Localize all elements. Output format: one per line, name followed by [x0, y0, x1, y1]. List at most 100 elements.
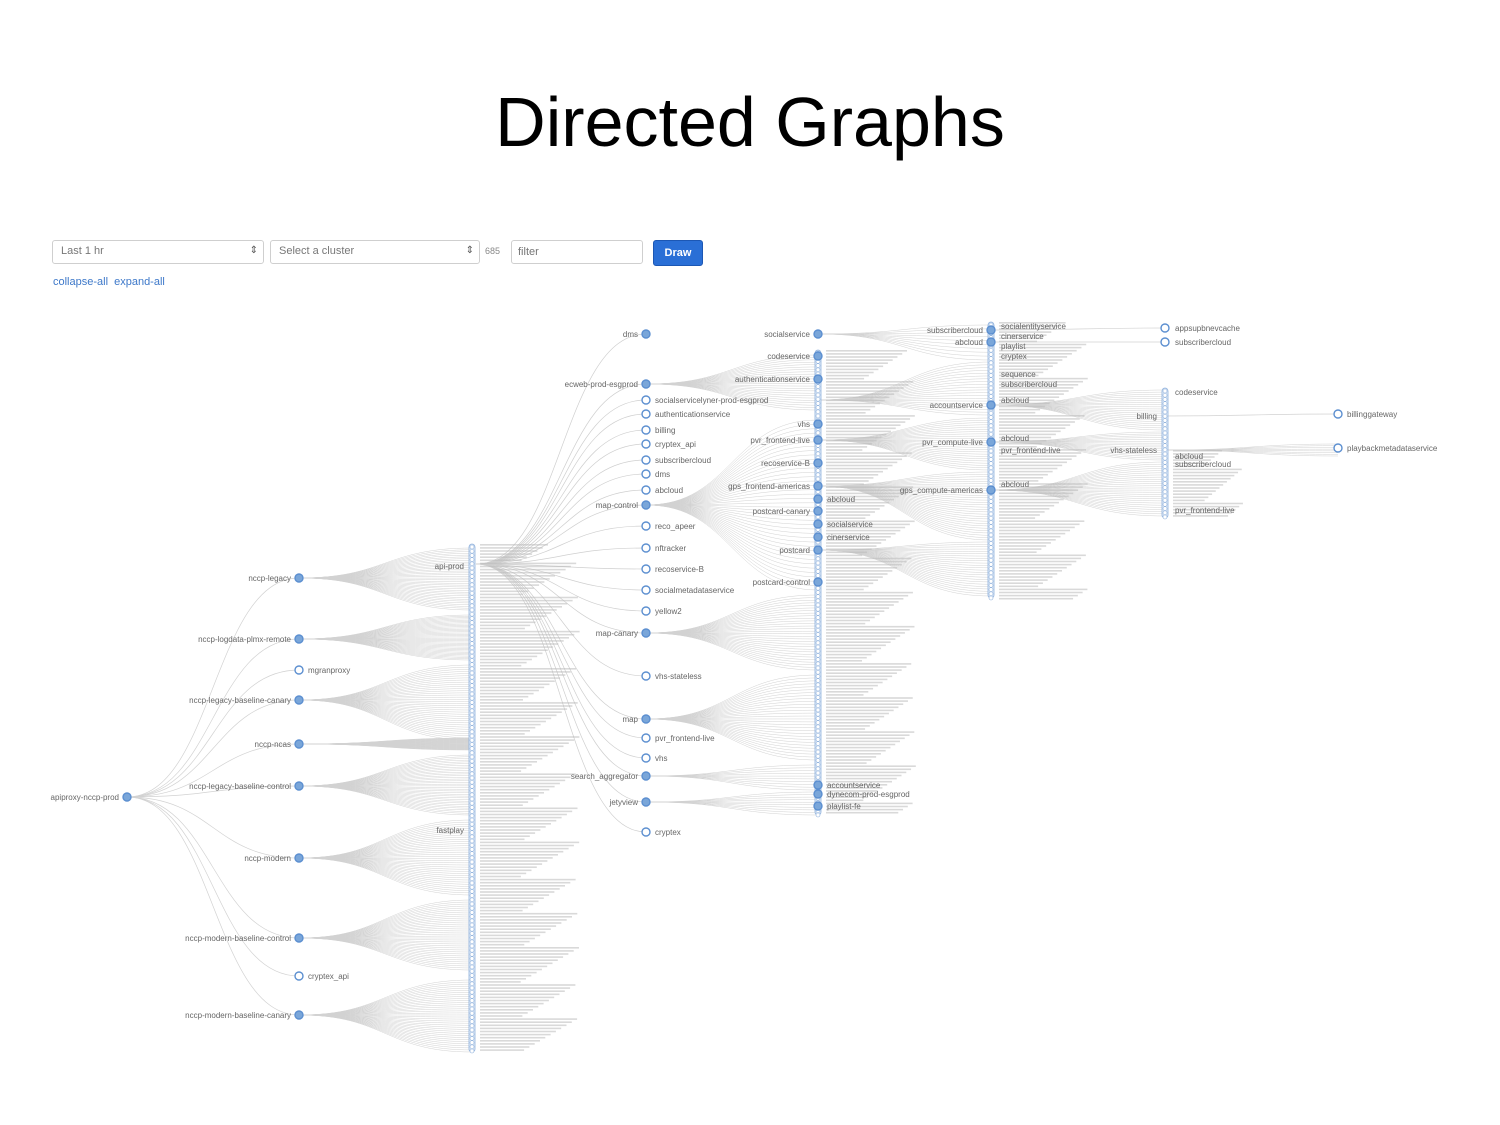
- graph-node[interactable]: [1162, 405, 1168, 411]
- graph-node[interactable]: [815, 648, 821, 654]
- graph-node[interactable]: [469, 569, 475, 575]
- graph-node[interactable]: [815, 585, 821, 591]
- graph-node[interactable]: [469, 788, 475, 793]
- graph-node[interactable]: [469, 868, 475, 873]
- graph-node[interactable]: [1162, 493, 1168, 499]
- graph-node[interactable]: [641, 753, 651, 763]
- graph-node[interactable]: [1162, 468, 1168, 474]
- graph-node[interactable]: [469, 582, 475, 588]
- graph-node[interactable]: [469, 943, 475, 949]
- graph-node[interactable]: [815, 632, 821, 637]
- graph-node[interactable]: [1162, 401, 1168, 406]
- graph-node[interactable]: [469, 998, 475, 1003]
- graph-node[interactable]: [469, 914, 475, 919]
- graph-node[interactable]: [815, 363, 821, 368]
- graph-node[interactable]: [815, 720, 821, 725]
- graph-node[interactable]: [815, 644, 821, 650]
- graph-node[interactable]: [815, 682, 821, 688]
- graph-node[interactable]: [1162, 434, 1168, 440]
- graph-node[interactable]: [815, 678, 821, 683]
- graph-node[interactable]: [815, 707, 821, 713]
- graph-node[interactable]: [1162, 502, 1168, 507]
- graph-node[interactable]: [1162, 430, 1168, 436]
- graph-node[interactable]: [469, 981, 475, 987]
- graph-node[interactable]: [1162, 476, 1168, 482]
- graph-node[interactable]: [815, 690, 821, 696]
- graph-node[interactable]: [469, 603, 475, 609]
- graph-node[interactable]: [815, 472, 821, 478]
- graph-node[interactable]: [1162, 455, 1168, 461]
- graph-node[interactable]: [469, 561, 475, 567]
- graph-node[interactable]: [469, 1019, 475, 1024]
- graph-node[interactable]: [641, 485, 651, 495]
- graph-node[interactable]: [469, 700, 475, 705]
- graph-node[interactable]: [815, 770, 821, 776]
- graph-node[interactable]: [815, 615, 821, 620]
- graph-node[interactable]: [815, 573, 821, 578]
- graph-node[interactable]: [469, 931, 475, 936]
- graph-node[interactable]: [469, 758, 475, 764]
- graph-node[interactable]: [469, 994, 475, 999]
- graph-node[interactable]: [815, 468, 821, 473]
- graph-node[interactable]: [469, 557, 475, 562]
- graph-node[interactable]: [986, 400, 996, 410]
- graph-node[interactable]: [469, 721, 475, 726]
- graph-node[interactable]: [813, 577, 823, 587]
- graph-node[interactable]: [469, 847, 475, 852]
- graph-node[interactable]: [469, 607, 475, 613]
- graph-node[interactable]: [815, 569, 821, 574]
- graph-node[interactable]: [988, 347, 994, 353]
- graph-node[interactable]: [469, 926, 475, 932]
- graph-node[interactable]: [815, 590, 821, 595]
- graph-node[interactable]: [641, 395, 651, 405]
- graph-node[interactable]: [815, 627, 821, 633]
- graph-node[interactable]: [988, 557, 994, 563]
- graph-node[interactable]: [469, 712, 475, 718]
- graph-node[interactable]: [469, 653, 475, 659]
- graph-node[interactable]: [469, 750, 475, 756]
- graph-node[interactable]: [986, 437, 996, 447]
- graph-node[interactable]: [813, 780, 823, 790]
- graph-node[interactable]: [469, 632, 475, 638]
- graph-node[interactable]: [815, 384, 821, 389]
- graph-node[interactable]: [988, 545, 994, 550]
- graph-node[interactable]: [988, 578, 994, 584]
- graph-node[interactable]: [641, 585, 651, 595]
- graph-node[interactable]: [294, 853, 304, 863]
- graph-node[interactable]: [469, 905, 475, 911]
- graph-node[interactable]: [122, 792, 132, 802]
- graph-node[interactable]: [815, 766, 821, 772]
- graph-node[interactable]: [988, 394, 994, 399]
- graph-node[interactable]: [1162, 510, 1168, 516]
- graph-node[interactable]: [815, 602, 821, 608]
- graph-node[interactable]: [469, 548, 475, 554]
- graph-node[interactable]: [813, 435, 823, 445]
- graph-node[interactable]: [813, 374, 823, 384]
- graph-node[interactable]: [294, 739, 304, 749]
- graph-node[interactable]: [815, 606, 821, 612]
- graph-node[interactable]: [988, 461, 994, 466]
- graph-node[interactable]: [988, 507, 994, 513]
- graph-node[interactable]: [988, 373, 994, 378]
- expand-all-link[interactable]: expand-all: [114, 276, 165, 288]
- graph-node[interactable]: [815, 392, 821, 398]
- graph-node[interactable]: [815, 430, 821, 436]
- graph-node[interactable]: [813, 494, 823, 504]
- graph-node[interactable]: [988, 515, 994, 521]
- graph-node[interactable]: [641, 455, 651, 465]
- graph-node[interactable]: [988, 415, 994, 420]
- graph-node[interactable]: [813, 801, 823, 811]
- graph-node[interactable]: [988, 591, 994, 597]
- graph-node[interactable]: [469, 922, 475, 928]
- draw-button[interactable]: Draw: [653, 240, 703, 266]
- graph-node[interactable]: [988, 541, 994, 546]
- graph-node[interactable]: [469, 939, 475, 945]
- graph-node[interactable]: [294, 933, 304, 943]
- graph-node[interactable]: [1162, 472, 1168, 478]
- graph-node[interactable]: [988, 356, 994, 361]
- graph-node[interactable]: [641, 500, 651, 510]
- graph-node[interactable]: [469, 687, 475, 693]
- graph-node[interactable]: [469, 641, 475, 646]
- graph-node[interactable]: [469, 880, 475, 886]
- graph-node[interactable]: [815, 611, 821, 616]
